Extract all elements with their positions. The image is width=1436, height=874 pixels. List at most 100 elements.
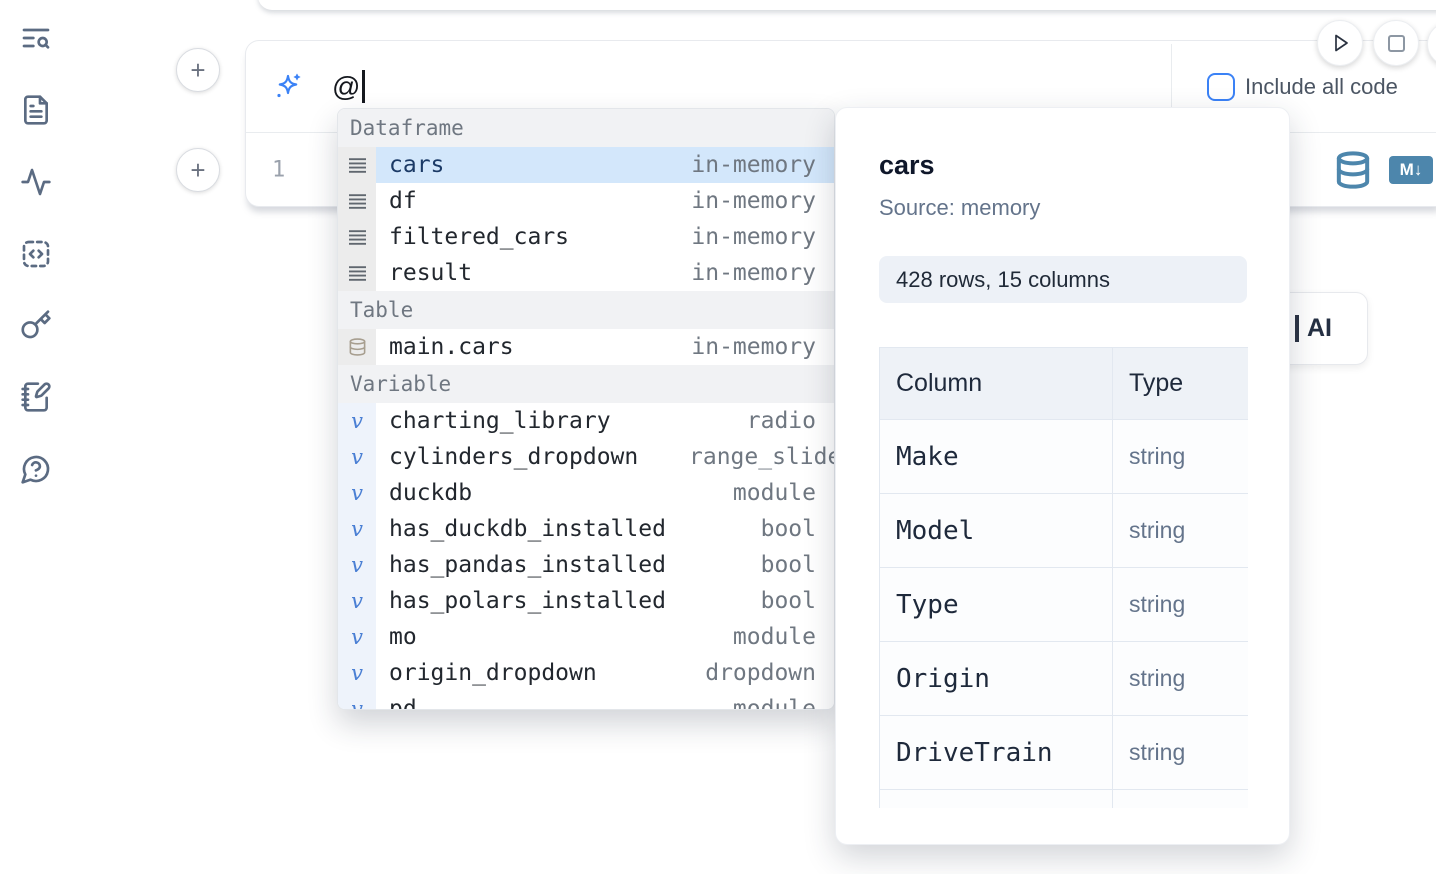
item-name: charting_library — [389, 408, 611, 434]
autocomplete-section-variable: Variable — [338, 365, 834, 403]
add-cell-button-bottom[interactable]: + — [176, 148, 220, 192]
autocomplete-item-df[interactable]: df in-memory — [338, 183, 834, 219]
scratchpad-icon[interactable] — [20, 381, 52, 413]
item-name: has_pandas_installed — [389, 552, 666, 578]
item-type: module — [732, 480, 816, 506]
column-type-cell — [1112, 789, 1248, 808]
column-type-cell: string — [1112, 567, 1248, 642]
item-type: in-memory — [691, 152, 816, 178]
column-name-cell: Model — [879, 493, 1113, 568]
variable-icon: v — [338, 439, 376, 475]
item-name: cars — [389, 152, 445, 178]
key-icon[interactable] — [20, 309, 52, 341]
table-icon — [338, 329, 376, 365]
item-type: module — [732, 696, 816, 710]
text-cursor — [362, 70, 366, 103]
dataframe-preview-panel: cars Source: memory 428 rows, 15 columns… — [835, 107, 1290, 845]
document-icon[interactable] — [20, 94, 52, 126]
autocomplete-item-filtered_cars[interactable]: filtered_cars in-memory — [338, 219, 834, 255]
toc-search-icon[interactable] — [20, 22, 52, 54]
preview-title: cars — [879, 150, 935, 180]
previous-cell-bottom — [258, 0, 1436, 10]
autocomplete-item-charting_library[interactable]: v charting_library radio — [338, 403, 834, 439]
column-name-cell: Make — [879, 419, 1113, 494]
item-name: has_duckdb_installed — [389, 516, 666, 542]
item-type: in-memory — [691, 334, 816, 360]
variable-icon: v — [338, 583, 376, 619]
run-cell-button[interactable] — [1317, 20, 1363, 66]
column-name-cell — [879, 789, 1113, 808]
item-type: bool — [760, 516, 816, 542]
ai-button-label: AI — [1307, 314, 1332, 342]
item-name: origin_dropdown — [389, 660, 597, 686]
item-type: radio — [746, 408, 816, 434]
item-type: in-memory — [691, 188, 816, 214]
dataframe-icon — [338, 183, 376, 219]
include-all-code-checkbox[interactable] — [1207, 72, 1235, 101]
column-type-cell: string — [1112, 419, 1248, 494]
column-type-cell: string — [1112, 641, 1248, 716]
ai-prompt-value: @ — [332, 70, 361, 102]
stop-cell-button[interactable] — [1373, 20, 1419, 66]
item-name: filtered_cars — [389, 224, 570, 250]
column-type-cell: string — [1112, 715, 1248, 790]
left-sidebar — [0, 0, 72, 874]
column-name-cell: Origin — [879, 641, 1113, 716]
help-icon[interactable] — [20, 453, 52, 485]
variable-icon: v — [338, 619, 376, 655]
column-type-cell: string — [1112, 493, 1248, 568]
item-name: pd — [389, 696, 417, 710]
item-type: dropdown — [705, 660, 816, 686]
autocomplete-item-result[interactable]: result in-memory — [338, 255, 834, 291]
preview-source: Source: memory — [879, 195, 1041, 220]
play-icon — [1335, 34, 1348, 52]
database-icon[interactable] — [1333, 149, 1373, 191]
autocomplete-item-cars[interactable]: cars in-memory — [338, 147, 834, 183]
sparkles-icon — [273, 72, 303, 102]
item-type: in-memory — [691, 260, 816, 286]
autocomplete-section-dataframe: Dataframe — [338, 109, 834, 147]
item-name: cylinders_dropdown — [389, 444, 639, 470]
item-type: bool — [760, 588, 816, 614]
ai-prompt-input[interactable]: @ — [332, 70, 366, 103]
item-type: module — [732, 624, 816, 650]
item-name: df — [389, 188, 417, 214]
include-all-code-option: Include all code — [1207, 41, 1398, 132]
add-cell-button-top[interactable]: + — [176, 48, 220, 92]
item-type: in-memory — [691, 224, 816, 250]
variable-icon: v — [338, 691, 376, 709]
item-type: range_slider — [689, 444, 834, 470]
dataframe-icon — [338, 219, 376, 255]
code-block-icon[interactable] — [20, 238, 52, 270]
line-number: 1 — [272, 157, 286, 183]
autocomplete-item-cylinders_dropdown[interactable]: v cylinders_dropdown range_slider — [338, 439, 834, 475]
preview-table-row — [879, 789, 1248, 808]
input-divider — [1171, 44, 1172, 132]
variable-icon: v — [338, 403, 376, 439]
stop-icon — [1387, 34, 1405, 52]
variable-icon: v — [338, 547, 376, 583]
activity-icon[interactable] — [20, 166, 52, 198]
item-name: duckdb — [389, 480, 473, 506]
autocomplete-section-table: Table — [338, 291, 834, 329]
item-name: result — [389, 260, 473, 286]
code-editor-row[interactable]: 1 M↓ — [246, 133, 1436, 207]
autocomplete-item-has_pandas_installed[interactable]: v has_pandas_installed bool — [338, 547, 834, 583]
item-type: bool — [760, 552, 816, 578]
markdown-icon[interactable]: M↓ — [1389, 156, 1433, 184]
